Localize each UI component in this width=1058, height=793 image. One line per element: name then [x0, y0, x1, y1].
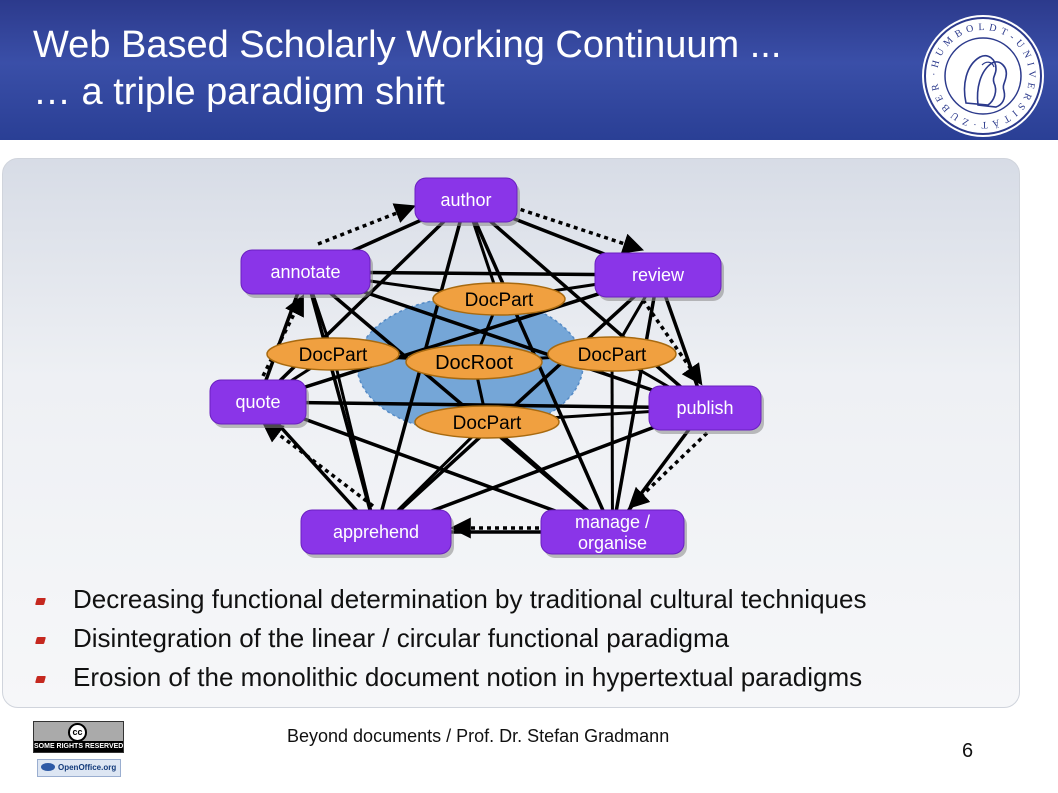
page-number: 6 — [962, 740, 974, 762]
bullet-item: Decreasing functional determination by t… — [33, 580, 866, 619]
slide-title-line-1: Web Based Scholarly Working Continuum ..… — [33, 24, 782, 66]
activity-node-publish — [648, 385, 762, 431]
document-node-dp_left — [266, 337, 400, 371]
relation-edge — [304, 270, 706, 410]
creative-commons-badge[interactable]: cc SOME RIGHTS RESERVED — [33, 721, 124, 753]
activity-label-author: author — [440, 190, 491, 210]
document-node-dp_right — [547, 336, 677, 372]
bullet-text: Decreasing functional determination by t… — [73, 584, 867, 614]
document-label-docroot: DocRoot — [435, 352, 513, 374]
slide-footer: Beyond documents / Prof. Dr. Stefan Grad… — [287, 726, 670, 746]
seal-icon: · H U M B O L D T - U N I V E R S I T Ä … — [918, 7, 1042, 135]
document-label-dp_right: DocPart — [578, 345, 647, 366]
bullet-marker — [35, 598, 46, 605]
document-node-docroot — [405, 344, 543, 380]
relation-edge — [610, 274, 660, 533]
cycle-arrow — [512, 205, 644, 254]
document-node-dp_bottom — [414, 405, 560, 439]
activity-label-review: review — [632, 265, 685, 285]
relation-edge — [257, 273, 659, 404]
document-label-dp_bottom: DocPart — [453, 413, 522, 434]
openoffice-gull-icon — [41, 763, 55, 771]
relation-edge — [464, 198, 707, 410]
activity-label-quote: quote — [235, 392, 280, 412]
cc-icon: cc — [68, 723, 87, 742]
bullet-item: Erosion of the monolithic document notio… — [33, 658, 866, 697]
bullet-item: Disintegration of the linear / circular … — [33, 619, 866, 658]
cycle-arrow — [627, 431, 709, 509]
activity-label-apprehend: apprehend — [333, 522, 419, 542]
activity-label-manage: manage /organise — [575, 512, 650, 553]
activity-node-quote — [209, 379, 307, 425]
title-bar: Web Based Scholarly Working Continuum ..… — [0, 0, 1058, 140]
bullet-text: Disintegration of the linear / circular … — [73, 623, 730, 653]
activity-label-publish: publish — [676, 398, 733, 418]
activity-node-manage — [540, 509, 685, 555]
document-edge — [610, 353, 614, 533]
activity-node-author — [414, 177, 518, 223]
cc-label: SOME RIGHTS RESERVED — [34, 741, 124, 752]
activity-node-review — [594, 252, 722, 298]
cycle-arrow — [317, 203, 416, 246]
document-label-dp_left: DocPart — [299, 345, 368, 366]
bullet-text: Erosion of the monolithic document notio… — [73, 662, 863, 692]
activity-node-apprehend — [300, 509, 452, 555]
cycle-arrow — [261, 294, 304, 377]
document-label-dp_top: DocPart — [465, 290, 534, 311]
relation-edge — [374, 273, 660, 534]
cycle-arrow — [641, 299, 703, 386]
relation-edge — [257, 400, 706, 410]
openoffice-badge[interactable]: OpenOffice.org — [37, 759, 121, 777]
relation-edge — [256, 198, 468, 404]
document-node-dp_top — [432, 282, 566, 316]
cycle-arrow — [261, 421, 375, 508]
document-edge — [331, 353, 378, 533]
activity-label-annotate: annotate — [270, 262, 340, 282]
openoffice-label: OpenOffice.org — [58, 763, 117, 772]
bullet-marker — [35, 637, 46, 644]
bullet-list: Decreasing functional determination by t… — [33, 580, 866, 697]
slide-title-line-2: … a triple paradigm shift — [33, 71, 445, 113]
university-seal-logo: · H U M B O L D T - U N I V E R S I T Ä … — [918, 7, 1044, 137]
activity-node-annotate — [240, 249, 371, 295]
bullet-marker — [35, 676, 46, 683]
